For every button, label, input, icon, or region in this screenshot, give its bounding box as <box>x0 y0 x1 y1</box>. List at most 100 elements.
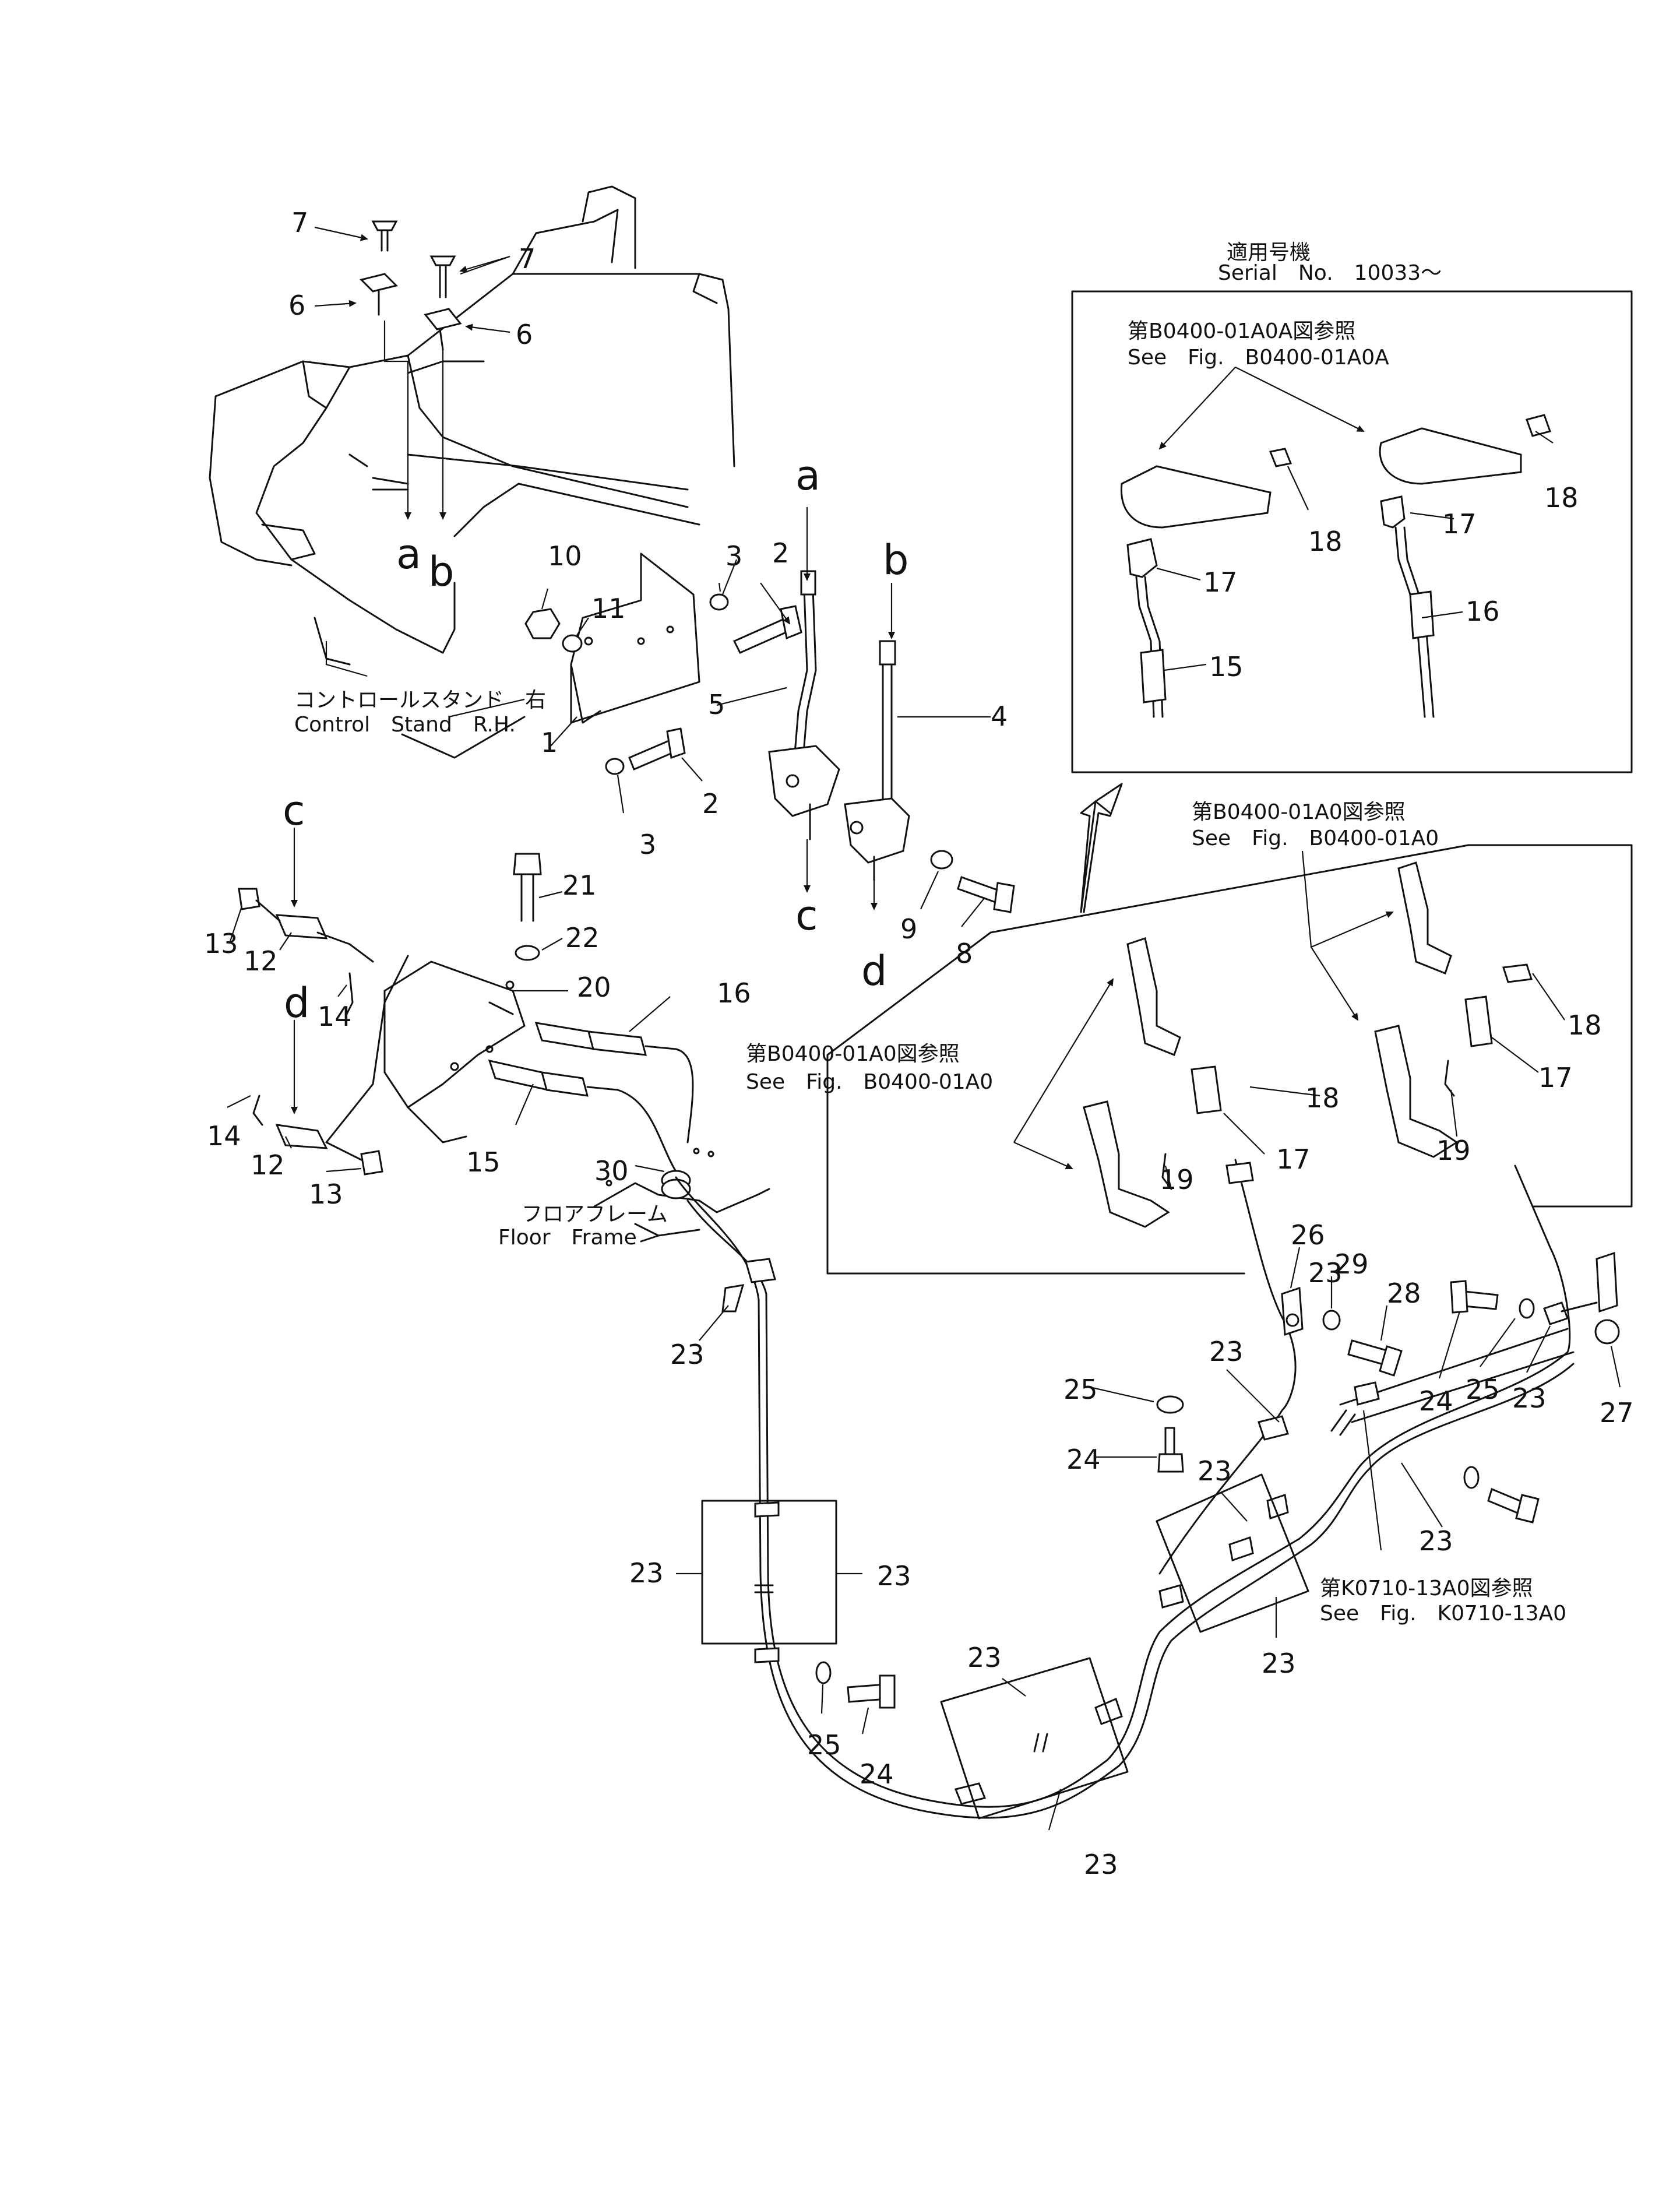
callout-25-left: 25 <box>807 1729 841 1761</box>
cable-end-16 <box>534 1022 694 1143</box>
ref-a0-brackets-right <box>1374 861 1533 1158</box>
callout-13-lower: 13 <box>309 1178 343 1210</box>
cable-end-15 <box>488 1059 677 1173</box>
washer-3-lower <box>605 758 625 775</box>
washer-22 <box>515 945 540 961</box>
washer-29 <box>1322 1310 1341 1331</box>
washer-25-left <box>815 1661 832 1684</box>
lever-12-lower <box>275 955 409 1149</box>
callout-23-c: 23 <box>877 1560 911 1592</box>
callout-21: 21 <box>562 870 597 901</box>
callout-18-box-left: 18 <box>1308 526 1343 557</box>
callout-11: 11 <box>591 593 626 624</box>
callout-20: 20 <box>577 972 611 1003</box>
leaders-left <box>227 828 671 1173</box>
ref-a0a-leaders <box>1156 367 1554 671</box>
pin-14-upper <box>346 972 354 1015</box>
callout-15-left: 15 <box>466 1146 501 1178</box>
leaders-lower <box>676 1247 1621 1831</box>
callout-29: 29 <box>1334 1248 1369 1280</box>
callout-4: 4 <box>991 701 1008 732</box>
view-letter-a-upper: a <box>396 530 421 578</box>
callout-17-box-left: 17 <box>1203 567 1238 598</box>
callout-2-upper: 2 <box>772 537 789 569</box>
callout-23-e: 23 <box>1084 1849 1118 1880</box>
callout-25-right: 25 <box>1466 1374 1500 1405</box>
callout-18-left: 18 <box>1305 1082 1340 1114</box>
callout-23-h: 23 <box>1209 1336 1244 1367</box>
callout-23-j: 23 <box>1419 1525 1453 1557</box>
callout-19-left: 19 <box>1160 1164 1194 1195</box>
bolt-2-upper <box>732 605 802 654</box>
ref-a0-top-label-jp: 第B0400-01A0図参照 <box>1192 800 1406 824</box>
grommet-30 <box>661 1170 691 1199</box>
callout-17-left: 17 <box>1276 1143 1311 1175</box>
view-letter-d-left: d <box>284 979 309 1027</box>
ref-a0-left-label-en: See Fig. B0400-01A0 <box>746 1070 993 1094</box>
control-stand-housing <box>209 185 735 759</box>
callout-14-upper: 14 <box>318 1001 352 1032</box>
callout-30: 30 <box>594 1155 629 1187</box>
callout-19-right: 19 <box>1436 1135 1471 1166</box>
bolt-8 <box>957 876 1015 913</box>
pin-14-lower <box>252 1095 263 1126</box>
view-letter-c-left: c <box>283 787 305 835</box>
callout-18-box-right: 18 <box>1544 482 1579 513</box>
bracket-26 <box>1281 1286 1304 1336</box>
callout-17-right: 17 <box>1538 1062 1573 1093</box>
bolt-24-left <box>847 1674 896 1709</box>
screw-7-right <box>429 255 456 298</box>
callout-14-lower: 14 <box>207 1120 241 1152</box>
ref-box-a0-top <box>1467 844 1633 1208</box>
floor-frame <box>593 1148 770 1243</box>
bolt-24-middle <box>1157 1427 1184 1473</box>
bracket-27 <box>1561 1251 1620 1345</box>
callout-numbers: 7 7 6 6 3 2 10 11 5 4 1 2 3 9 8 21 22 20… <box>204 207 1634 1880</box>
bolt-28 <box>1347 1339 1403 1377</box>
washer-11 <box>562 634 583 653</box>
callout-6-left: 6 <box>288 290 305 321</box>
leaders-upper <box>314 226 991 927</box>
bracket-6-left <box>360 273 398 316</box>
clamp-detail-boxes <box>701 1473 1309 1820</box>
callout-18-right: 18 <box>1568 1009 1602 1041</box>
callout-24-left: 24 <box>860 1758 894 1790</box>
callout-12-upper: 12 <box>244 945 278 977</box>
callout-6-right: 6 <box>516 319 533 350</box>
view-letter-d-lever: d <box>861 947 887 995</box>
callout-3-upper: 3 <box>725 540 742 572</box>
callout-23-a: 23 <box>670 1339 705 1370</box>
view-letter-b-lever: b <box>883 536 908 584</box>
lever-4 <box>879 640 896 805</box>
callout-27: 27 <box>1600 1397 1634 1428</box>
callout-26: 26 <box>1291 1219 1325 1251</box>
callout-7-left: 7 <box>291 207 308 238</box>
ref-a0a-label-en: See Fig. B0400-01A0A <box>1128 346 1389 370</box>
mounting-plate <box>570 553 700 724</box>
callout-15-box: 15 <box>1209 651 1244 682</box>
upward-arrow <box>1080 783 1123 913</box>
serial-label-jp: 適用号機 <box>1227 241 1311 265</box>
washer-9 <box>930 850 953 870</box>
callout-22: 22 <box>565 922 600 953</box>
screw-7-left <box>371 220 398 252</box>
callout-23-f: 23 <box>1198 1455 1232 1487</box>
serial-label-en: Serial No. 10033～ <box>1218 261 1442 285</box>
ref-box-a0-left <box>826 844 1470 1275</box>
callout-2-lower: 2 <box>702 788 719 819</box>
callout-23-b: 23 <box>629 1557 664 1589</box>
view-letter-b-upper: b <box>428 548 454 596</box>
callout-23-d: 23 <box>967 1642 1002 1673</box>
ref-a0-left-label-jp: 第B0400-01A0図参照 <box>746 1042 960 1066</box>
ref-a0a-levers <box>1120 414 1551 718</box>
washer-3-upper <box>709 593 729 611</box>
ref-a0-top-label-en: See Fig. B0400-01A0 <box>1192 826 1439 850</box>
view-letter-c-lever: c <box>795 892 818 940</box>
callout-23-k: 23 <box>1308 1257 1343 1289</box>
lever-12-upper <box>275 914 374 963</box>
washer-25-right <box>1519 1298 1535 1319</box>
bolt-loose-right <box>1463 1466 1540 1523</box>
callout-1: 1 <box>541 727 558 758</box>
callout-24-middle: 24 <box>1066 1444 1101 1475</box>
